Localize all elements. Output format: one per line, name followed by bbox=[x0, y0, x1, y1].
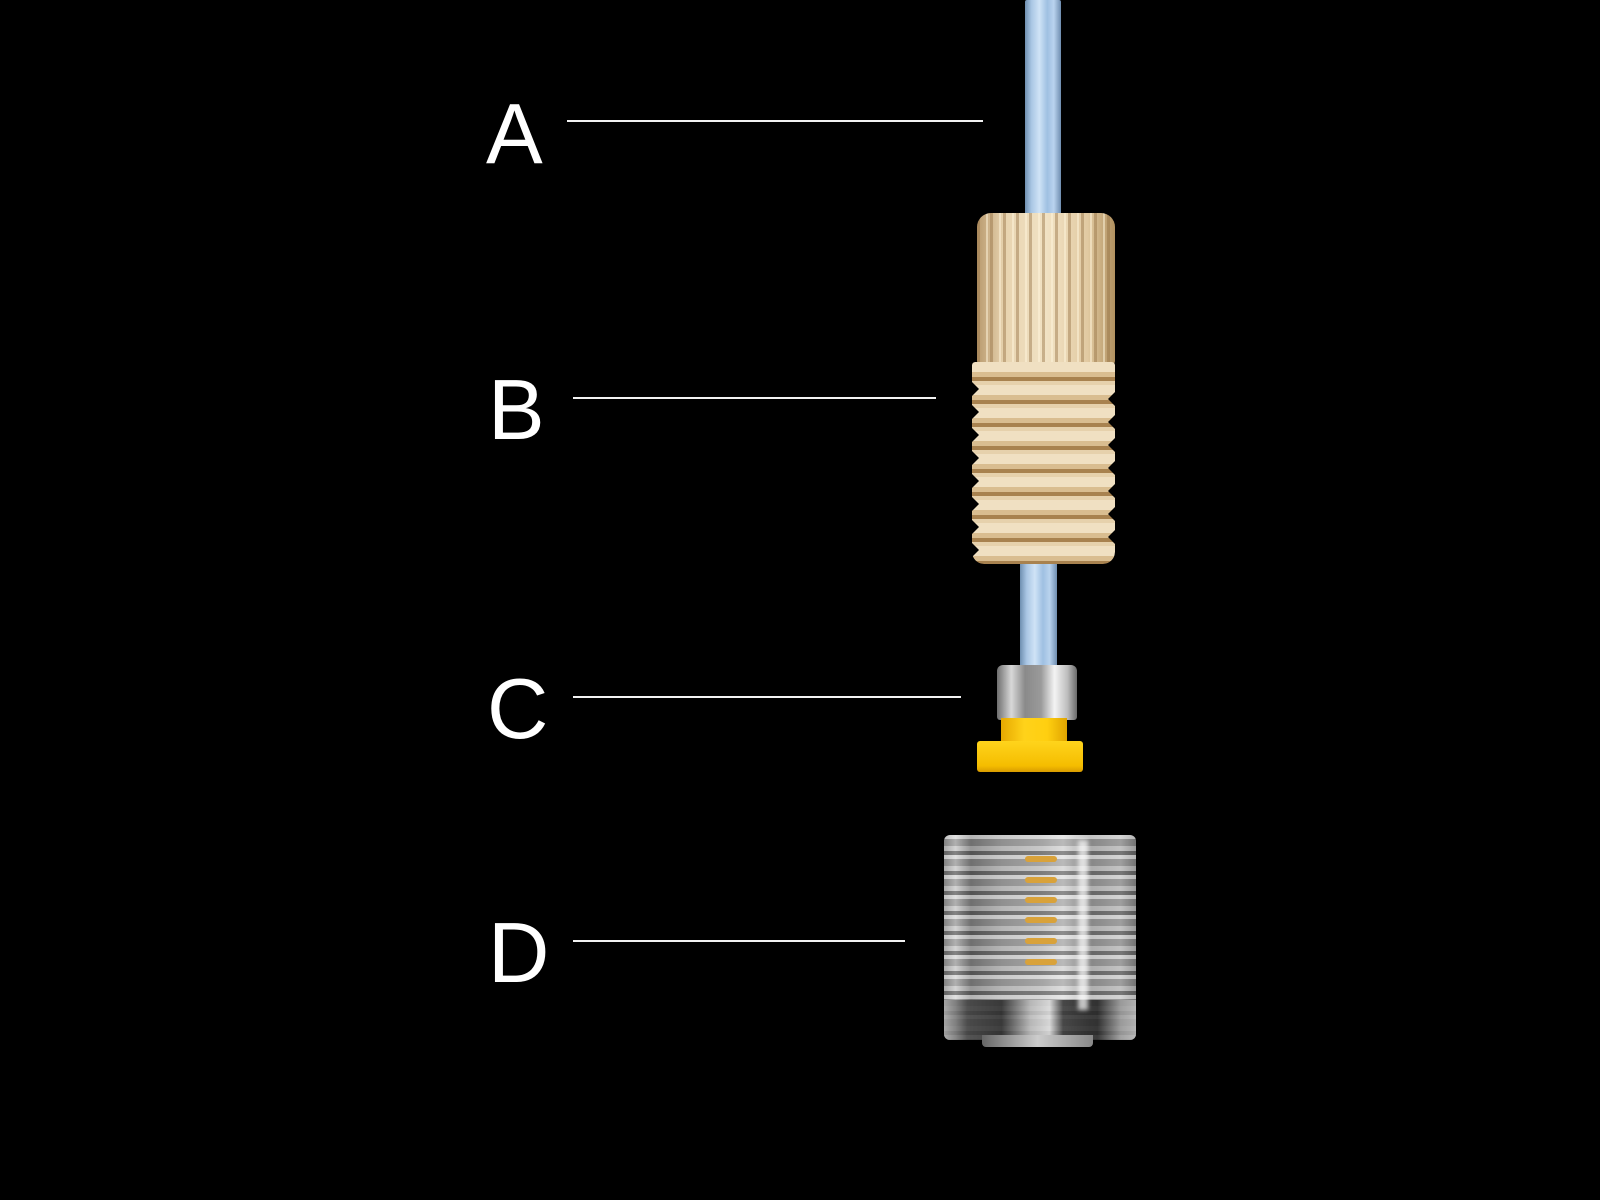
union-bottom-tab bbox=[982, 1035, 1093, 1047]
thread-notch bbox=[972, 405, 979, 419]
ferrule-yellow-flange bbox=[977, 741, 1083, 772]
leader-line-a bbox=[567, 120, 983, 122]
ferrule-metal-ring bbox=[997, 665, 1077, 720]
thread-notch bbox=[1108, 392, 1115, 406]
union-highlight bbox=[1078, 840, 1088, 1010]
thread-notch bbox=[972, 451, 979, 465]
thread-notch bbox=[1108, 415, 1115, 429]
thread-notch bbox=[972, 520, 979, 534]
union-thread-mark bbox=[1025, 877, 1057, 883]
union-thread-mark bbox=[1025, 897, 1057, 903]
thread-notch bbox=[972, 543, 979, 557]
union-thread-mark bbox=[1025, 856, 1057, 862]
tubing-upper bbox=[1025, 0, 1061, 216]
union-thread-mark bbox=[1025, 938, 1057, 944]
thread-notch bbox=[972, 428, 979, 442]
union-thread-mark bbox=[1025, 959, 1057, 965]
fitting-nut-thread bbox=[972, 362, 1115, 564]
fitting-nut-head bbox=[977, 213, 1115, 365]
union-base bbox=[944, 1000, 1136, 1040]
thread-notch bbox=[972, 497, 979, 511]
thread-notch bbox=[1108, 530, 1115, 544]
leader-line-d bbox=[573, 940, 905, 942]
thread-notch bbox=[1108, 438, 1115, 452]
label-d: D bbox=[488, 906, 550, 1001]
tubing-lower bbox=[1020, 560, 1057, 668]
leader-line-b bbox=[573, 397, 936, 399]
ferrule-yellow-body bbox=[1001, 718, 1067, 744]
label-b: B bbox=[488, 363, 545, 458]
label-c: C bbox=[487, 662, 549, 757]
label-a: A bbox=[486, 87, 543, 182]
leader-line-c bbox=[573, 696, 961, 698]
thread-notch bbox=[1108, 461, 1115, 475]
thread-notch bbox=[972, 382, 979, 396]
thread-notch bbox=[1108, 507, 1115, 521]
thread-notch bbox=[1108, 484, 1115, 498]
thread-notch bbox=[972, 474, 979, 488]
union-thread-mark bbox=[1025, 917, 1057, 923]
